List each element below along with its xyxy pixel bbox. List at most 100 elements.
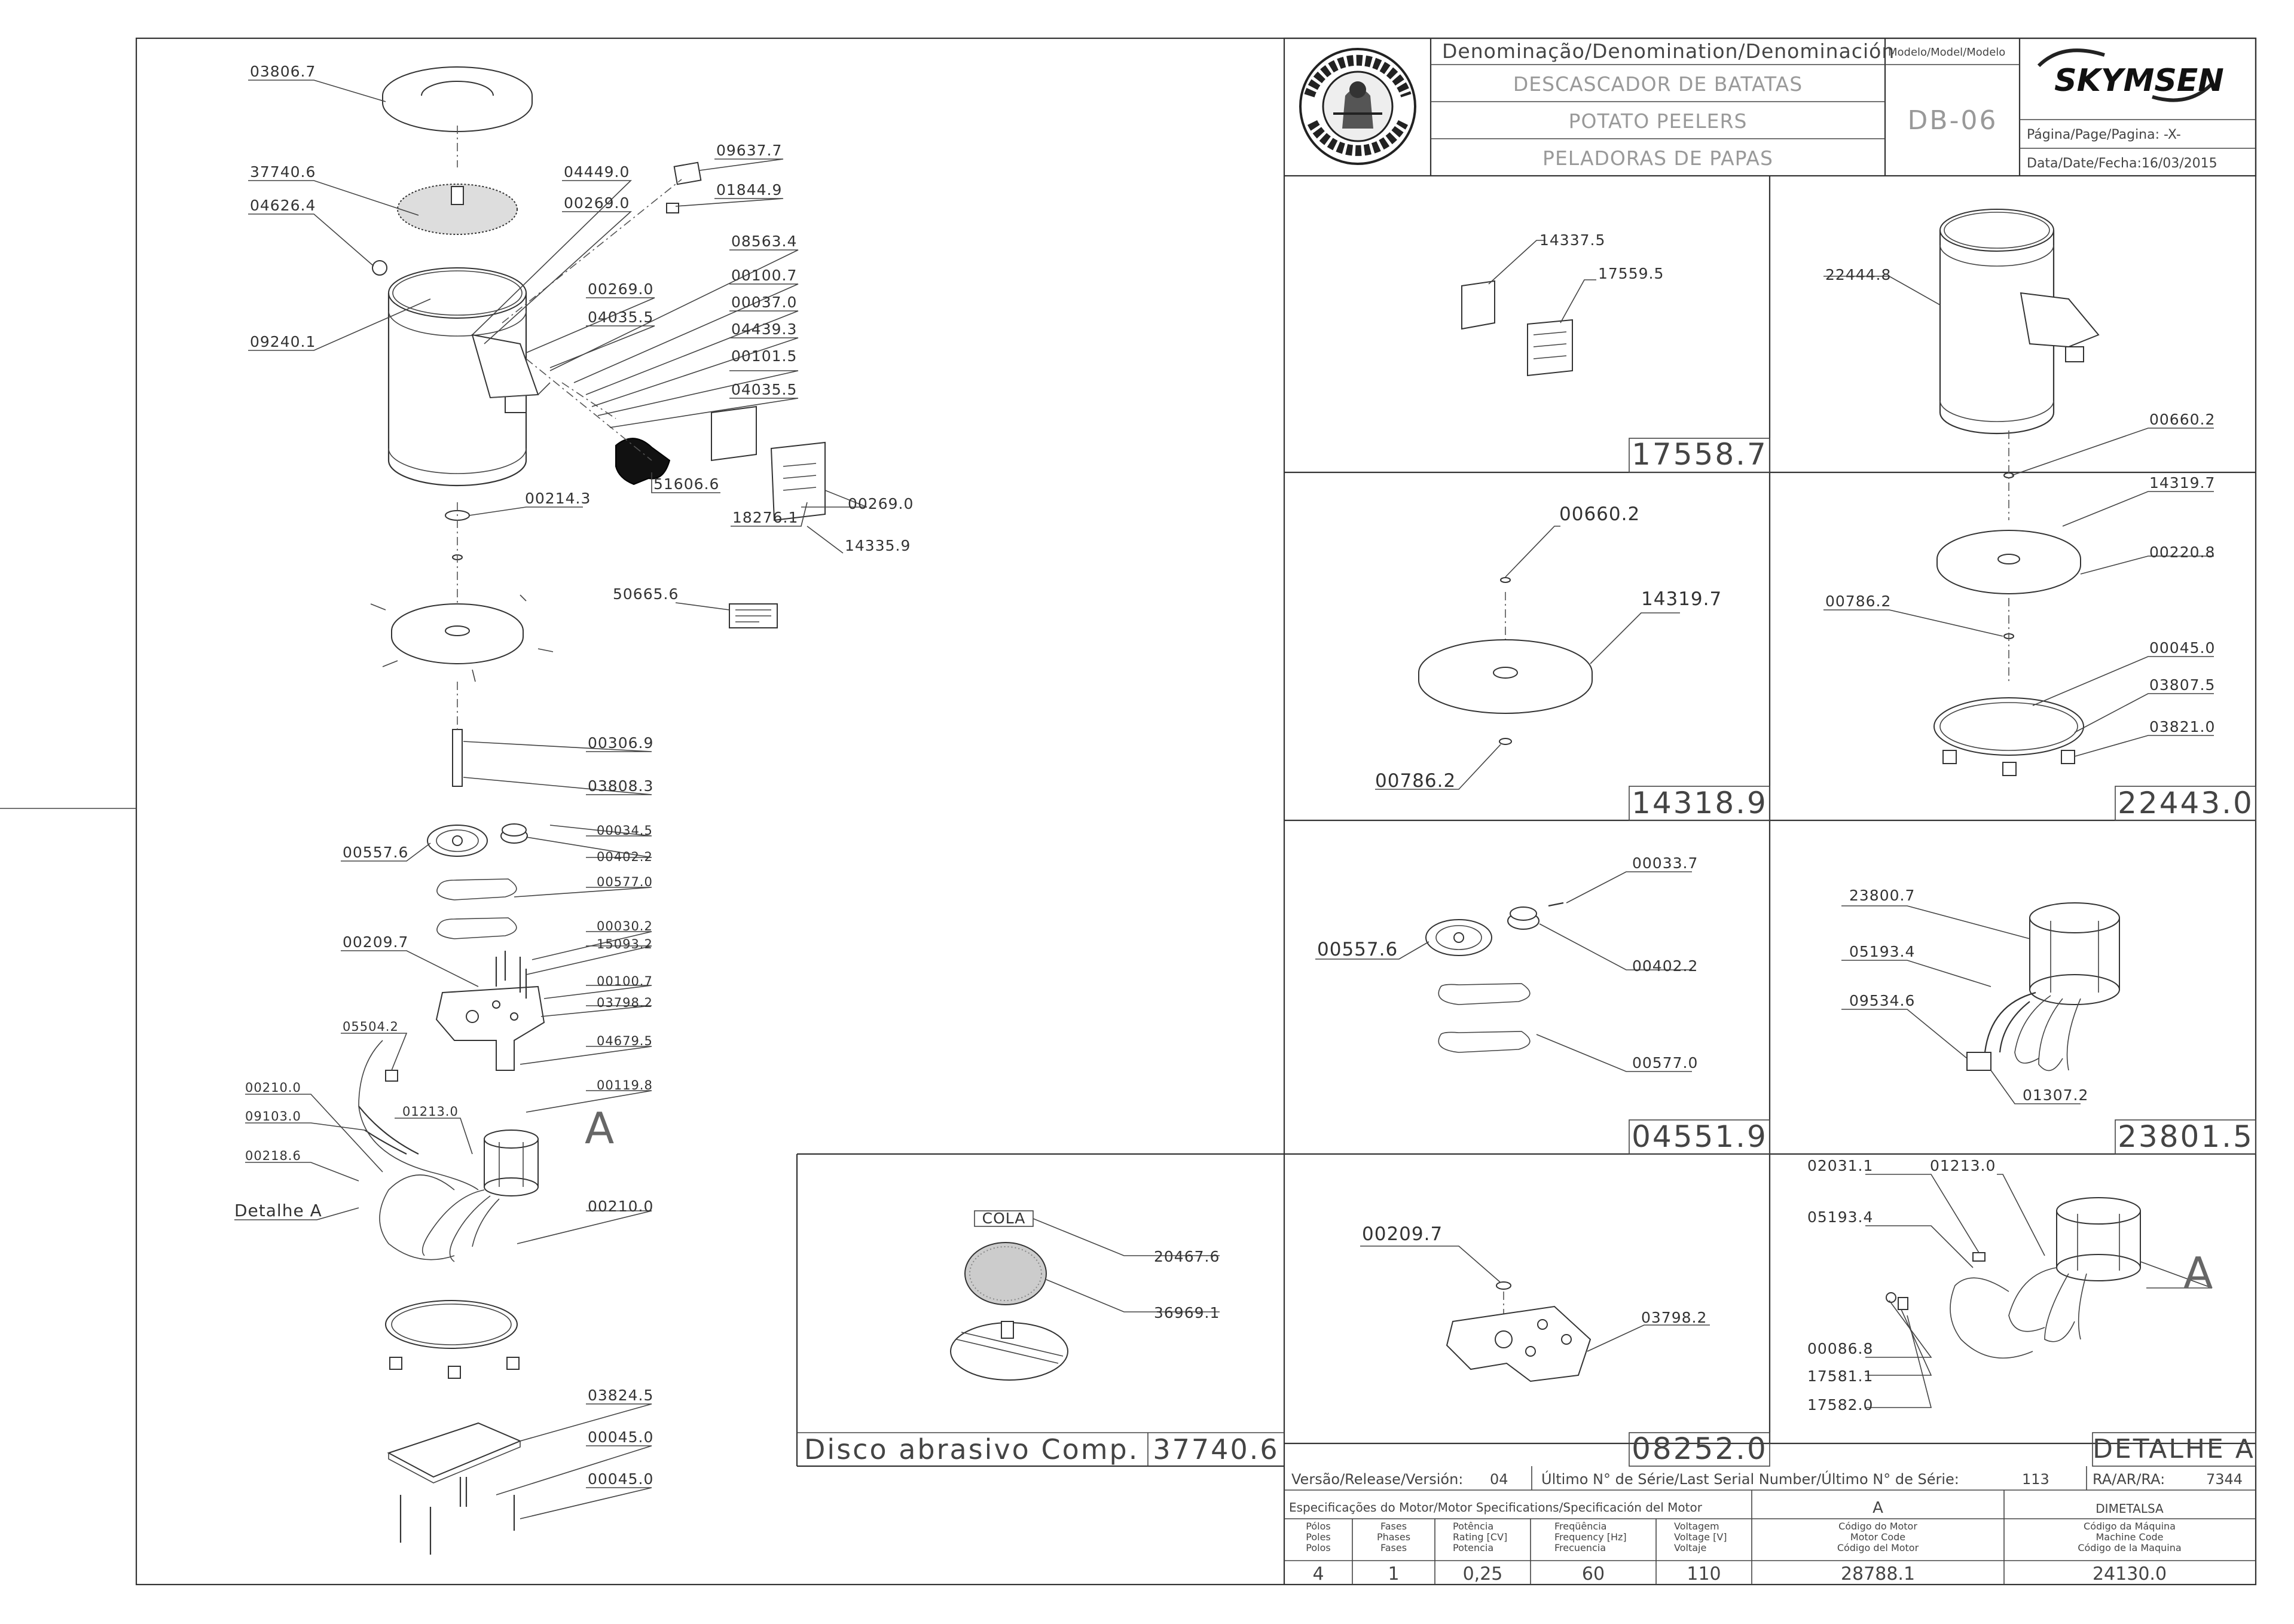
hdr-machine-code-1: Código da Máquina bbox=[2084, 1521, 2176, 1532]
hdr-motor-code-1: Código do Motor bbox=[1838, 1521, 1917, 1532]
lid bbox=[382, 66, 533, 132]
p6-label-cola: COLA bbox=[982, 1210, 1026, 1227]
label-00269-0-c: 00269.0 bbox=[848, 495, 914, 512]
val-rating: 0,25 bbox=[1463, 1564, 1503, 1585]
label-04679-5: 04679.5 bbox=[597, 1034, 653, 1048]
belt-2 bbox=[436, 917, 517, 939]
motor-pulley bbox=[500, 823, 528, 844]
drum bbox=[387, 267, 527, 487]
hdr-machine-code-3: Código de la Maquina bbox=[2078, 1542, 2181, 1553]
p1-label-1: 17559.5 bbox=[1598, 265, 1664, 282]
p8-callout-a: A bbox=[2183, 1248, 2214, 1298]
label-00045-0-a: 00045.0 bbox=[588, 1428, 653, 1446]
label-01213-0: 01213.0 bbox=[402, 1104, 459, 1119]
label-09637-7: 09637.7 bbox=[716, 142, 782, 159]
p2-label-2: 14319.7 bbox=[2149, 474, 2215, 492]
authorized-service-seal bbox=[1299, 48, 1416, 165]
hdr-phases-2: Phases bbox=[1377, 1531, 1410, 1543]
label-00045-0-b: 00045.0 bbox=[588, 1470, 653, 1488]
panel-detalhe-a: 02031.1 01213.0 05193.4 00086.8 17581.1 … bbox=[1807, 1157, 2256, 1467]
fill-valve bbox=[372, 260, 387, 276]
label-00214-3: 00214.3 bbox=[525, 490, 591, 507]
abrasive-disc bbox=[397, 184, 518, 235]
panel-23801-5: 23800.7 05193.4 09534.6 01307.2 23801.5 bbox=[1841, 887, 2256, 1155]
hdr-phases-1: Fases bbox=[1380, 1521, 1407, 1532]
door-plate bbox=[770, 441, 826, 521]
shaft bbox=[452, 729, 463, 787]
hdr-frequency-3: Frecuencia bbox=[1554, 1542, 1606, 1553]
hdr-rating-1: Potência bbox=[1453, 1521, 1493, 1532]
motor-header-cells: Pólos Poles Polos Fases Phases Fases Pot… bbox=[1306, 1521, 2181, 1553]
val-motor-code: 28788.1 bbox=[1841, 1564, 1915, 1585]
denomination-header: Denominação/Denomination/Denominación bbox=[1442, 39, 1895, 63]
label-04035-5-b: 04035.5 bbox=[731, 381, 797, 398]
clip-part bbox=[666, 203, 679, 213]
val-phases: 1 bbox=[1388, 1564, 1399, 1585]
p6-code: 37740.6 bbox=[1153, 1433, 1279, 1466]
skymsen-logo: SKYMSEN bbox=[2037, 48, 2224, 102]
label-03798-2: 03798.2 bbox=[597, 996, 653, 1010]
p4-label-3: 00577.0 bbox=[1632, 1054, 1698, 1072]
p1-label-0: 14337.5 bbox=[1539, 231, 1605, 249]
hdr-machine-code-2: Machine Code bbox=[2096, 1531, 2163, 1543]
motor-base-plate bbox=[435, 985, 545, 1071]
p7-label-1: 03798.2 bbox=[1641, 1309, 1707, 1326]
p2-label-0: 22444.8 bbox=[1825, 266, 1891, 283]
label-04439-3: 04439.3 bbox=[731, 320, 797, 338]
p8-label-4: 17581.1 bbox=[1807, 1367, 1873, 1385]
label-08563-4: 08563.4 bbox=[731, 233, 797, 250]
name-en: POTATO PEELERS bbox=[1569, 109, 1748, 133]
val-frequency: 60 bbox=[1582, 1564, 1605, 1585]
hdr-poles-3: Polos bbox=[1306, 1542, 1330, 1553]
p5-code: 23801.5 bbox=[2118, 1119, 2254, 1154]
p2-drum bbox=[1939, 209, 2100, 435]
label-05504-2: 05504.2 bbox=[343, 1019, 399, 1034]
label-03808-3: 03808.3 bbox=[588, 777, 653, 795]
p8-label-1: 01213.0 bbox=[1930, 1157, 1996, 1174]
p2-label-4: 00786.2 bbox=[1825, 593, 1891, 610]
label-15093-2: 15093.2 bbox=[597, 937, 653, 951]
label-00577-0: 00577.0 bbox=[597, 875, 653, 889]
hdr-rating-2: Rating [CV] bbox=[1453, 1531, 1507, 1543]
p6-label-36969: 36969.1 bbox=[1154, 1304, 1220, 1321]
hdr-frequency-1: Freqüência bbox=[1554, 1521, 1606, 1532]
footer-table: Versão/Release/Versión: 04 Último N° de … bbox=[1284, 1466, 2256, 1585]
hdr-motor-code-3: Código del Motor bbox=[1837, 1542, 1919, 1553]
outlet-chute bbox=[471, 334, 539, 399]
label-03806-7: 03806.7 bbox=[250, 63, 316, 80]
col-dimetalsa: DIMETALSA bbox=[2096, 1501, 2164, 1516]
label-14335-9: 14335.9 bbox=[845, 537, 911, 554]
p3-label-1: 14319.7 bbox=[1641, 588, 1722, 610]
p8-cables bbox=[1886, 1252, 2087, 1359]
label-00557-6: 00557.6 bbox=[343, 844, 408, 861]
label-00030-2: 00030.2 bbox=[597, 919, 653, 933]
p3-code: 14318.9 bbox=[1632, 786, 1768, 820]
model-value: DB-06 bbox=[1908, 105, 1998, 136]
p8-label-2: 05193.4 bbox=[1807, 1208, 1873, 1226]
p4-label-2: 00402.2 bbox=[1632, 957, 1698, 975]
p4-label-1: 00557.6 bbox=[1317, 939, 1398, 960]
brand-name: SKYMSEN bbox=[2054, 63, 2224, 99]
label-50665-6: 50665.6 bbox=[613, 585, 679, 603]
label-00218-6: 00218.6 bbox=[245, 1149, 301, 1163]
p2-label-3: 00220.8 bbox=[2149, 544, 2215, 561]
panel-08252-0: 00209.7 03798.2 08252.0 bbox=[1360, 1223, 1770, 1467]
p5-motor bbox=[2029, 902, 2120, 1005]
val-voltage: 110 bbox=[1687, 1564, 1721, 1585]
label-00119-8: 00119.8 bbox=[597, 1078, 653, 1092]
base-ring bbox=[385, 1300, 520, 1379]
p8-label-5: 17582.0 bbox=[1807, 1396, 1873, 1414]
bolts-upper bbox=[495, 951, 527, 999]
label-detalhe-a: Detalhe A bbox=[234, 1201, 322, 1220]
version-value: 04 bbox=[1490, 1471, 1508, 1488]
model-header: Modelo/Model/Modelo bbox=[1888, 46, 2005, 59]
hdr-motor-code-2: Motor Code bbox=[1850, 1531, 1905, 1543]
label-00100-7-a: 00100.7 bbox=[731, 267, 797, 284]
p2-plate bbox=[1936, 530, 2081, 594]
col-a: A bbox=[1873, 1499, 1883, 1517]
hdr-voltage-3: Voltaje bbox=[1674, 1542, 1706, 1553]
version-label: Versão/Release/Versión: bbox=[1291, 1471, 1463, 1488]
motor-value-cells: 4 1 0,25 60 110 28788.1 24130.0 bbox=[1312, 1564, 2167, 1585]
lock-handle bbox=[615, 438, 671, 486]
